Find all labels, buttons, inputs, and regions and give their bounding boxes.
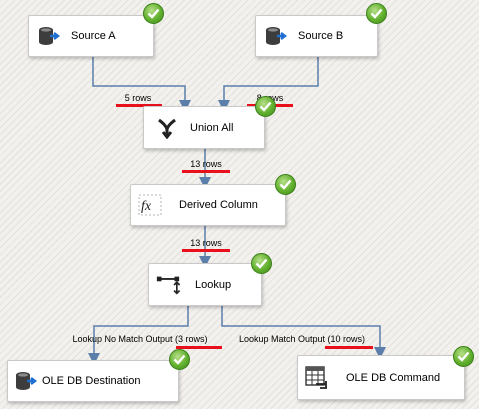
fx-icon: fx <box>137 193 163 217</box>
source-a-row-count: 5 rows <box>124 93 152 103</box>
table-command-icon <box>304 365 330 390</box>
path-lookup-no-match <box>88 305 189 365</box>
source-b-label: Source B <box>298 30 344 42</box>
database-arrow-icon <box>14 369 40 393</box>
success-check-icon <box>251 253 272 274</box>
merge-arrows-icon <box>154 116 180 140</box>
derived-row-count: 13 rows <box>190 238 222 248</box>
ole-db-command-task[interactable]: OLE DB Command <box>297 355 465 400</box>
success-check-icon <box>169 349 190 370</box>
path-lookup-match <box>221 305 386 359</box>
ole-db-destination-task[interactable]: OLE DB Destination <box>7 360 179 402</box>
source-a-task[interactable]: Source A <box>28 15 154 57</box>
database-arrow-icon <box>37 24 63 48</box>
database-arrow-icon <box>264 24 290 48</box>
lookup-match-output: Lookup Match Output (10 rows) <box>238 334 366 344</box>
svg-text:fx: fx <box>141 199 152 214</box>
lookup-no-match-output: Lookup No Match Output (3 rows) <box>72 334 208 344</box>
row-count-highlight <box>182 170 230 173</box>
ole-db-destination-label: OLE DB Destination <box>42 375 141 387</box>
union-all-task[interactable]: Union All <box>143 106 265 149</box>
derived-column-label: Derived Column <box>179 199 258 211</box>
union-all-label: Union All <box>190 121 234 134</box>
source-a-label: Source A <box>71 30 116 42</box>
lookup-icon <box>155 273 181 297</box>
ole-db-command-label: OLE DB Command <box>346 371 441 384</box>
path-source-b-to-union <box>218 56 319 112</box>
row-count-highlight <box>116 104 162 107</box>
success-check-icon <box>275 174 296 195</box>
row-count-highlight <box>325 346 373 349</box>
success-check-icon <box>143 3 164 24</box>
lookup-task[interactable]: Lookup <box>148 263 262 306</box>
derived-column-task[interactable]: fx Derived Column <box>130 184 286 226</box>
path-source-a-to-union <box>92 56 191 112</box>
lookup-label: Lookup <box>195 278 232 291</box>
row-count-highlight <box>182 249 230 252</box>
source-b-task[interactable]: Source B <box>255 15 378 57</box>
success-check-icon <box>255 96 276 117</box>
success-check-icon <box>453 346 474 367</box>
row-count-highlight <box>176 346 222 349</box>
union-row-count: 13 rows <box>190 159 222 169</box>
success-check-icon <box>366 3 387 24</box>
